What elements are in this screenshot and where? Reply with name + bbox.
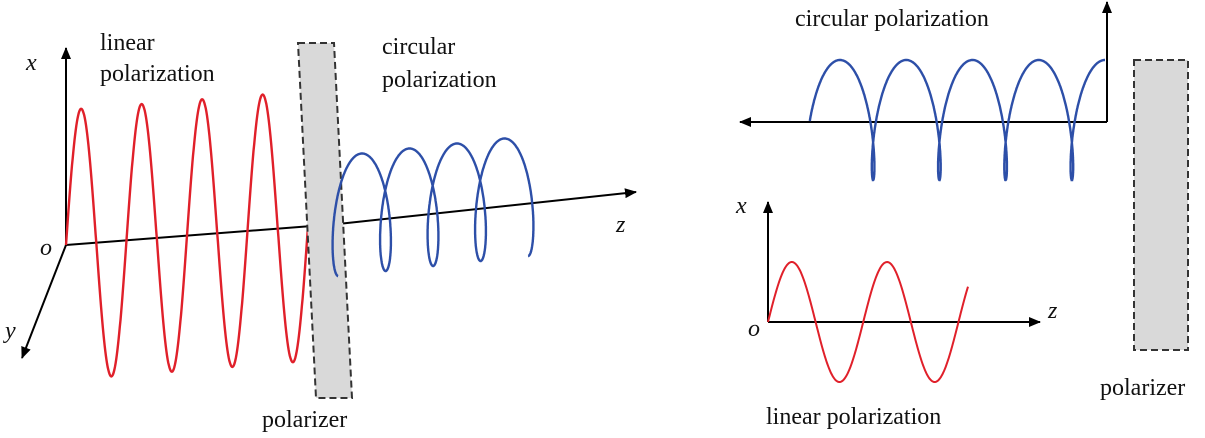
left-origin-label: o [40,235,52,261]
left-z-axis-back [337,188,637,225]
linear-polarization-wave [64,93,310,378]
right-axis-z-label: z [1047,298,1058,324]
left-polarizer [296,42,354,399]
right-circular-label: circular polarization [795,6,989,32]
left-panel: linear polarization circular polarizatio… [3,30,637,433]
circular-polarization-wave [331,137,535,278]
right-circular-polarization-wave [808,58,1105,182]
left-polarizer-label: polarizer [262,407,347,433]
left-linear-label-line2: polarization [100,61,215,87]
left-circular-label-line1: circular [382,34,455,60]
left-axis-z-label: z [615,212,626,238]
right-axis-x-label: x [735,193,747,219]
right-linear-label: linear polarization [766,404,941,430]
left-circular-label-line2: polarization [382,67,497,93]
right-linear-polarization-wave [767,260,969,383]
right-panel: circular polarization linear polarizatio… [735,1,1189,430]
left-axis-x-label: x [25,50,37,76]
left-z-axis-front [65,225,313,246]
right-origin-label: o [748,316,760,342]
left-axis-y-label: y [3,318,16,344]
right-polarizer [1133,59,1189,351]
right-polarizer-label: polarizer [1100,375,1185,401]
left-linear-label-line1: linear [100,30,155,56]
left-y-axis [21,244,67,359]
